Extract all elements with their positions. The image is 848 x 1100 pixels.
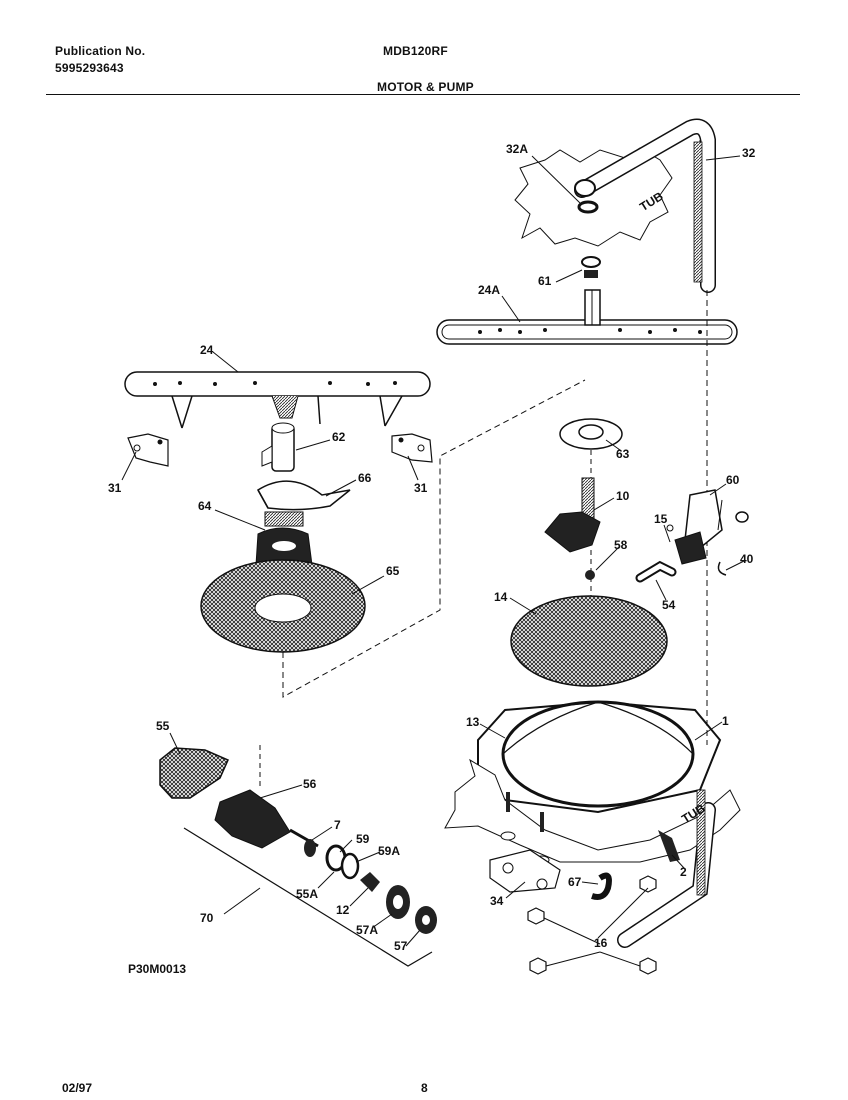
part-label-10: 10 (616, 489, 630, 503)
part-label-16: 16 (594, 936, 608, 950)
part-label-32: 32 (742, 146, 756, 160)
figure-code: P30M0013 (128, 962, 187, 976)
header-rule (46, 94, 800, 95)
part-label-32a: 32A (506, 142, 528, 156)
part-label-31-right: 31 (414, 481, 428, 495)
part-label-15: 15 (654, 512, 668, 526)
screw-left (506, 792, 510, 812)
part-label-14: 14 (494, 590, 508, 604)
part-label-55a: 55A (296, 887, 318, 901)
part-label-63: 63 (616, 447, 630, 461)
part-label-59: 59 (356, 832, 370, 846)
page-number: 8 (421, 1081, 428, 1095)
hose-67 (591, 872, 612, 900)
part-label-56: 56 (303, 777, 317, 791)
clip-2 (658, 830, 680, 862)
model-number: MDB120RF (383, 44, 448, 58)
upper-tub-fragment (514, 147, 673, 247)
part-label-57a: 57A (356, 923, 378, 937)
seal-32a (577, 200, 599, 214)
gasket-13 (501, 700, 695, 808)
lower-spray-arm (124, 371, 431, 397)
part-label-61: 61 (538, 274, 552, 288)
part-label-64: 64 (198, 499, 212, 513)
impeller-12 (360, 872, 380, 892)
part-label-40: 40 (740, 552, 754, 566)
part-label-60: 60 (726, 473, 740, 487)
part-label-59a: 59A (378, 844, 400, 858)
impeller-shroud-66 (256, 480, 351, 511)
washer-58 (585, 570, 595, 580)
part-label-34: 34 (490, 894, 504, 908)
screw-right (540, 812, 544, 832)
filter-screen-14 (510, 595, 668, 687)
part-label-24a: 24A (478, 283, 500, 297)
section-title: MOTOR & PUMP (377, 80, 474, 94)
seal-59a (340, 852, 360, 880)
part-label-67: 67 (568, 875, 582, 889)
part-label-54: 54 (662, 598, 676, 612)
part-label-65: 65 (386, 564, 400, 578)
chopper-64 (264, 511, 304, 527)
seal-7 (304, 839, 316, 857)
publication-number: 5995293643 (55, 61, 124, 75)
part-label-7: 7 (334, 818, 341, 832)
bracket-31-left (127, 433, 169, 467)
part-label-57: 57 (394, 939, 408, 953)
nuts-16 (527, 875, 657, 975)
motor-56 (214, 789, 291, 849)
nut-61 (581, 256, 601, 268)
part-label-55: 55 (156, 719, 170, 733)
part-label-24: 24 (200, 343, 214, 357)
bracket-31-right (391, 433, 433, 463)
part-label-1: 1 (722, 714, 729, 728)
sump-1 (477, 700, 722, 814)
part-label-13: 13 (466, 715, 480, 729)
part-label-62: 62 (332, 430, 346, 444)
part-label-12: 12 (336, 903, 350, 917)
part-label-66: 66 (358, 471, 372, 485)
part-label-58: 58 (614, 538, 628, 552)
motor-mount-55 (159, 747, 229, 799)
part-label-31-left: 31 (108, 481, 122, 495)
footer-date: 02/97 (62, 1081, 93, 1095)
part-label-2: 2 (680, 865, 687, 879)
part-label-70: 70 (200, 911, 214, 925)
tube-end-ring (574, 179, 596, 197)
publication-label: Publication No. (55, 44, 146, 58)
